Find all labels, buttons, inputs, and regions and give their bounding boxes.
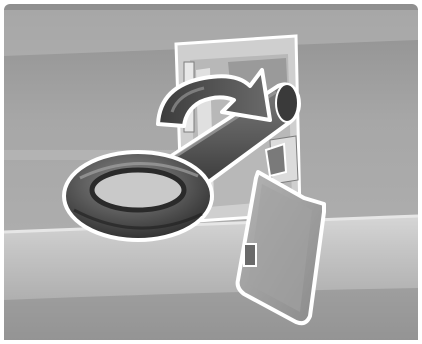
tow-eye-illustration bbox=[0, 0, 422, 344]
illustration-frame bbox=[0, 0, 422, 344]
